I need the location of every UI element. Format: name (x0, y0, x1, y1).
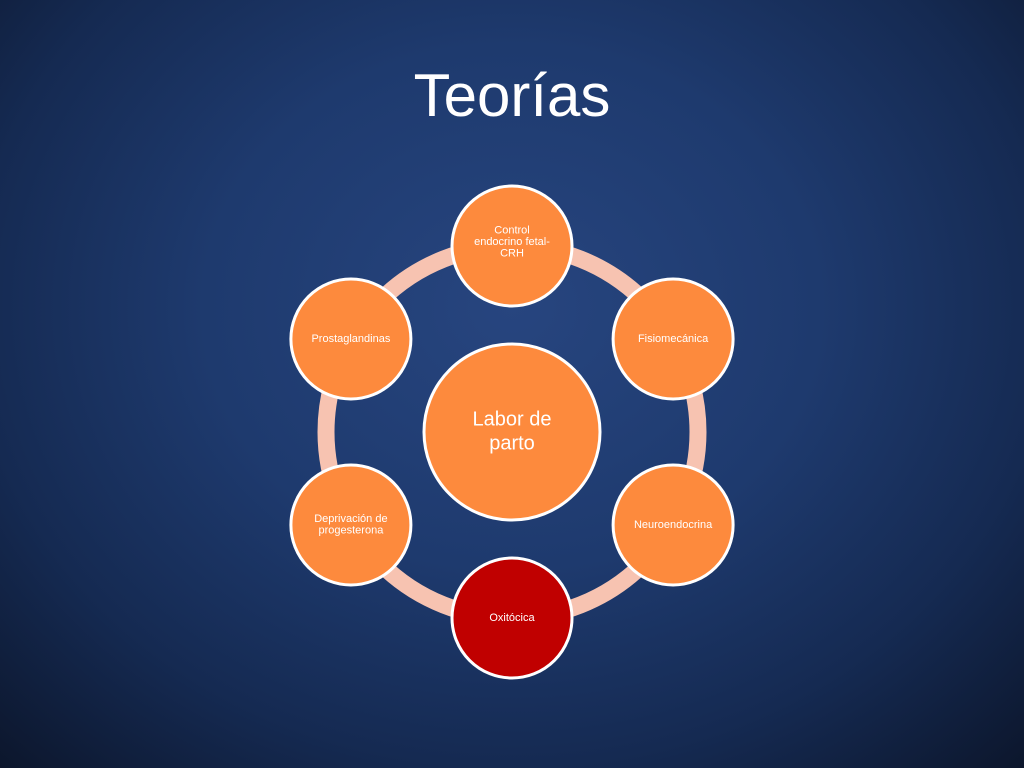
cycle-node-circle (611, 463, 735, 587)
slide-title: Teorías (413, 62, 611, 129)
cycle-node-label: Oxitócica (489, 612, 535, 624)
cycle-node-label: Prostaglandinas (311, 333, 390, 345)
cycle-node-circle (289, 277, 413, 401)
cycle-node-fisiomecanica: Fisiomecánica (611, 277, 735, 401)
cycle-node-circle (611, 277, 735, 401)
cycle-node-label: Neuroendocrina (634, 519, 713, 531)
cycle-node-neuroendocrina: Neuroendocrina (611, 463, 735, 587)
label-line: Labor de (473, 408, 552, 430)
cycle-node-prostaglandinas: Prostaglandinas (289, 277, 413, 401)
label-line: Deprivación de (314, 513, 387, 525)
label-line: endocrino fetal- (474, 236, 550, 248)
label-line: parto (489, 432, 535, 454)
cycle-node-oxitocica: Oxitócica (450, 556, 574, 680)
center-node-circle (422, 342, 602, 522)
label-line: Neuroendocrina (634, 519, 713, 531)
label-line: Prostaglandinas (311, 333, 390, 345)
label-line: Control (494, 224, 529, 236)
label-line: progesterona (318, 525, 384, 537)
label-line: CRH (500, 247, 524, 259)
cycle-node-label: Fisiomecánica (638, 333, 709, 345)
label-line: Fisiomecánica (638, 333, 709, 345)
cycle-node-circle (450, 556, 574, 680)
cycle-node-circle (450, 184, 574, 308)
cycle-node-circle (289, 463, 413, 587)
label-line: Oxitócica (489, 612, 535, 624)
